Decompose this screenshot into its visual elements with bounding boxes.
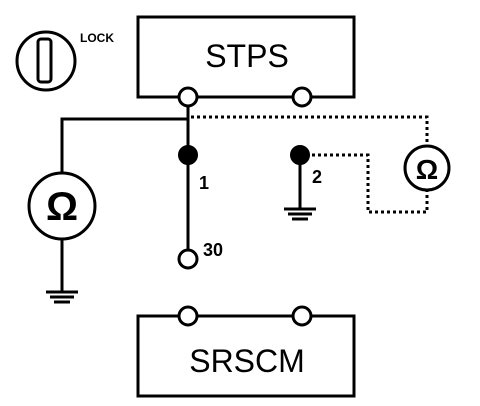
srscm-label: SRSCM [189, 343, 305, 379]
stps-label: STPS [205, 38, 289, 74]
ignition-key-icon [15, 30, 77, 92]
stps-terminal-left [177, 86, 199, 108]
lock-label: LOCK [80, 31, 114, 45]
wire-left-meter [60, 117, 188, 173]
pin-30-terminal [177, 248, 199, 270]
wire-dotted-right-meter [191, 115, 429, 145]
ground-icon-left [46, 290, 78, 304]
srscm-terminal-right [291, 305, 313, 327]
pin-2-terminal [290, 145, 310, 165]
pin-1-terminal [178, 145, 198, 165]
srscm-terminal-left [177, 305, 199, 327]
pin-30-label: 30 [203, 240, 223, 260]
pin-1-label: 1 [199, 173, 209, 193]
ohmmeter-icon-right [403, 144, 451, 192]
left-ohm-symbol: Ω [46, 185, 78, 229]
ground-icon-pin2 [284, 207, 316, 221]
right-ohm-symbol: Ω [416, 154, 438, 185]
stps-module [136, 15, 356, 99]
srscm-module [136, 314, 356, 398]
pin-2-label: 2 [312, 167, 322, 187]
stps-terminal-right [291, 86, 313, 108]
